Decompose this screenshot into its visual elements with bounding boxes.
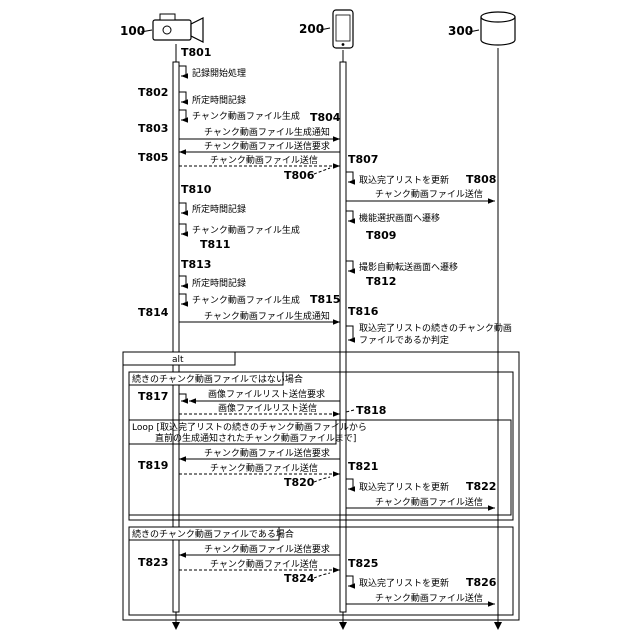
label-rec-time-3: 所定時間記録 xyxy=(192,277,246,289)
label-chunk-gen-2: チャンク動画ファイル生成 xyxy=(192,224,300,236)
activation-bar-200 xyxy=(340,62,346,612)
step-t817: T817 xyxy=(138,390,168,403)
leader-t818 xyxy=(346,410,354,412)
self-call-t817 xyxy=(179,394,186,401)
label-list-update-2: 取込完了リストを更新 xyxy=(359,481,449,493)
loop-frame-label-line1: Loop [取込完了リストの続きのチャンク動画ファイルから xyxy=(132,421,367,433)
self-call-list-update-3 xyxy=(346,576,353,586)
label-chunk-send-3: チャンク動画ファイル送信 xyxy=(210,462,318,474)
step-t807: T807 xyxy=(348,153,378,166)
step-t825: T825 xyxy=(348,557,378,570)
label-chunk-gen-1: チャンク動画ファイル生成 xyxy=(192,110,300,122)
step-t815: T815 xyxy=(310,293,340,306)
self-call-t810 xyxy=(179,203,186,213)
step-t809: T809 xyxy=(366,229,396,242)
self-call-list-update-1 xyxy=(346,172,353,182)
self-call-chunk-gen-1 xyxy=(179,110,186,120)
step-t818: T818 xyxy=(356,404,386,417)
step-t822: T822 xyxy=(466,480,496,493)
step-t820: T820 xyxy=(284,476,315,489)
label-auto-transfer: 撮影自動転送画面へ遷移 xyxy=(359,261,458,273)
label-chunk-send-req-3: チャンク動画ファイル送信要求 xyxy=(204,543,330,555)
leader-t820 xyxy=(314,477,330,482)
case1-frame-label: 続きのチャンク動画ファイルではない場合 xyxy=(132,373,303,385)
entity-200-label: 200 xyxy=(299,22,324,36)
label-rec-start: 記録開始処理 xyxy=(192,67,246,79)
step-t819: T819 xyxy=(138,459,168,472)
step-t821: T821 xyxy=(348,460,378,473)
step-t804: T804 xyxy=(310,111,341,124)
entity-100-label: 100 xyxy=(120,24,145,38)
leader-t806 xyxy=(314,168,330,174)
alt-frame-label: alt xyxy=(172,355,184,365)
self-call-t801 xyxy=(179,66,186,76)
lifeline-200-end xyxy=(339,622,347,630)
lifeline-300-end xyxy=(494,622,502,630)
leader-t824 xyxy=(314,573,330,578)
loop-frame-label-line2: 直前の生成通知されたチャンク動画ファイルまで] xyxy=(155,432,356,444)
label-judge-line2: ファイルであるか判定 xyxy=(359,334,449,346)
label-chunk-send-4: チャンク動画ファイル送信 xyxy=(375,496,483,508)
step-t826: T826 xyxy=(466,576,497,589)
entity-300-label: 300 xyxy=(448,24,473,38)
label-chunk-send-1: チャンク動画ファイル送信 xyxy=(210,154,318,166)
label-func-select: 機能選択画面へ遷移 xyxy=(359,212,440,224)
self-call-list-update-2 xyxy=(346,479,353,489)
smartphone-icon xyxy=(333,10,353,48)
step-t806: T806 xyxy=(284,169,315,182)
label-rec-time-2: 所定時間記録 xyxy=(192,203,246,215)
step-t808: T808 xyxy=(466,173,496,186)
database-icon xyxy=(481,12,515,45)
step-t803: T803 xyxy=(138,122,168,135)
label-chunk-gen-notice-1: チャンク動画ファイル生成通知 xyxy=(204,126,330,138)
label-img-list-req: 画像ファイルリスト送信要求 xyxy=(208,388,325,400)
step-t805: T805 xyxy=(138,151,168,164)
label-judge-line1: 取込完了リストの続きのチャンク動画 xyxy=(359,322,512,334)
step-t824: T824 xyxy=(284,572,315,585)
label-chunk-send-2: チャンク動画ファイル送信 xyxy=(375,188,483,200)
case2-frame-label: 続きのチャンク動画ファイルである場合 xyxy=(132,528,294,540)
step-t811: T811 xyxy=(200,238,230,251)
label-chunk-gen-notice-2: チャンク動画ファイル生成通知 xyxy=(204,310,330,322)
self-call-judge xyxy=(346,326,353,340)
self-call-t813 xyxy=(179,276,186,286)
self-call-chunk-gen-2 xyxy=(179,224,186,234)
step-t810: T810 xyxy=(181,183,212,196)
step-t801: T801 xyxy=(181,46,211,59)
label-img-list-send: 画像ファイルリスト送信 xyxy=(218,402,317,414)
self-call-t802 xyxy=(179,92,186,102)
video-camera-icon xyxy=(153,14,203,42)
self-call-auto-transfer xyxy=(346,261,353,271)
step-t816: T816 xyxy=(348,305,379,318)
label-chunk-send-req-2: チャンク動画ファイル送信要求 xyxy=(204,447,330,459)
label-chunk-send-req-1: チャンク動画ファイル送信要求 xyxy=(204,140,330,152)
label-chunk-send-5: チャンク動画ファイル送信 xyxy=(210,558,318,570)
step-t823: T823 xyxy=(138,556,168,569)
step-t814: T814 xyxy=(138,306,169,319)
label-list-update-3: 取込完了リストを更新 xyxy=(359,577,449,589)
self-call-func-select xyxy=(346,211,353,221)
step-t802: T802 xyxy=(138,86,168,99)
label-list-update-1: 取込完了リストを更新 xyxy=(359,174,449,186)
self-call-chunk-gen-3 xyxy=(179,294,186,304)
lifeline-100-end xyxy=(172,622,180,630)
step-t813: T813 xyxy=(181,258,211,271)
label-rec-time-1: 所定時間記録 xyxy=(192,94,246,106)
label-chunk-send-6: チャンク動画ファイル送信 xyxy=(375,592,483,604)
label-chunk-gen-3: チャンク動画ファイル生成 xyxy=(192,294,300,306)
step-t812: T812 xyxy=(366,275,396,288)
